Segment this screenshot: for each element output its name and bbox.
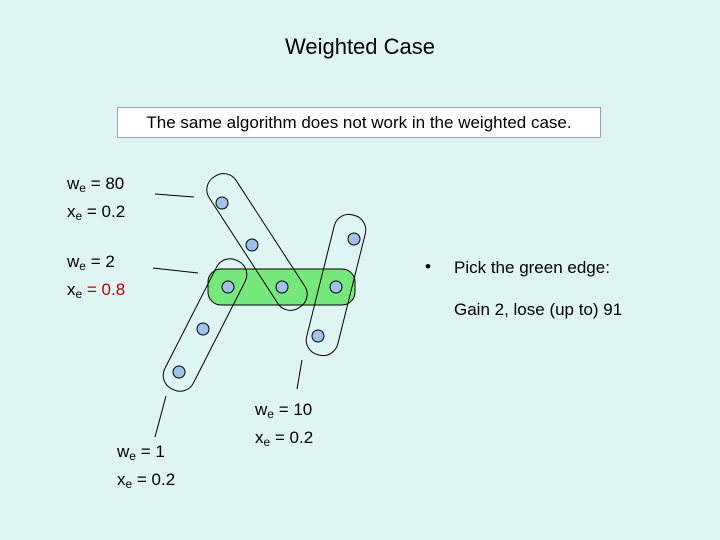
fraction-text: xe = 0.2 bbox=[117, 470, 176, 491]
vertex bbox=[172, 365, 186, 379]
slide-title: Weighted Case bbox=[284, 34, 435, 59]
hyperedge-top-left bbox=[206, 173, 308, 311]
connector-line bbox=[154, 395, 167, 438]
bullet-symbol: • bbox=[425, 257, 431, 276]
connector-line bbox=[154, 193, 195, 198]
vertex bbox=[221, 280, 235, 294]
vertex bbox=[245, 238, 259, 252]
hyperedge-right bbox=[305, 213, 367, 357]
vertex bbox=[347, 232, 361, 246]
vertex bbox=[215, 196, 229, 210]
weight-text: we = 2 bbox=[67, 252, 115, 273]
connector-line bbox=[296, 359, 303, 390]
fraction-text: xe = 0.2 bbox=[255, 428, 314, 449]
vertex bbox=[311, 329, 325, 343]
weight-text: we = 80 bbox=[67, 174, 125, 195]
fraction-text: xe = 0.2 bbox=[67, 202, 126, 223]
statement-box: The same algorithm does not work in the … bbox=[117, 107, 601, 138]
bullet-text: Pick the green edge: bbox=[454, 258, 610, 277]
edge-label-top: we = 80 xe = 0.2 bbox=[67, 172, 125, 228]
vertex bbox=[329, 280, 343, 294]
vertex bbox=[275, 280, 289, 294]
hyperedge-bottom-left bbox=[162, 258, 248, 392]
weight-text: we = 1 bbox=[117, 442, 165, 463]
highlighted-fraction: = 0.8 bbox=[82, 280, 126, 299]
edge-label-green: we = 2 xe = 0.8 bbox=[67, 250, 125, 306]
weight-text: we = 10 bbox=[255, 400, 313, 421]
vertex bbox=[196, 322, 210, 336]
gain-text: Gain 2, lose (up to) 91 bbox=[454, 300, 623, 319]
edge-label-right: we = 10 xe = 0.2 bbox=[255, 398, 313, 454]
edge-label-bottom: we = 1 xe = 0.2 bbox=[117, 440, 175, 496]
fraction-text: xe = 0.8 bbox=[67, 280, 126, 301]
connector-line bbox=[152, 267, 199, 274]
